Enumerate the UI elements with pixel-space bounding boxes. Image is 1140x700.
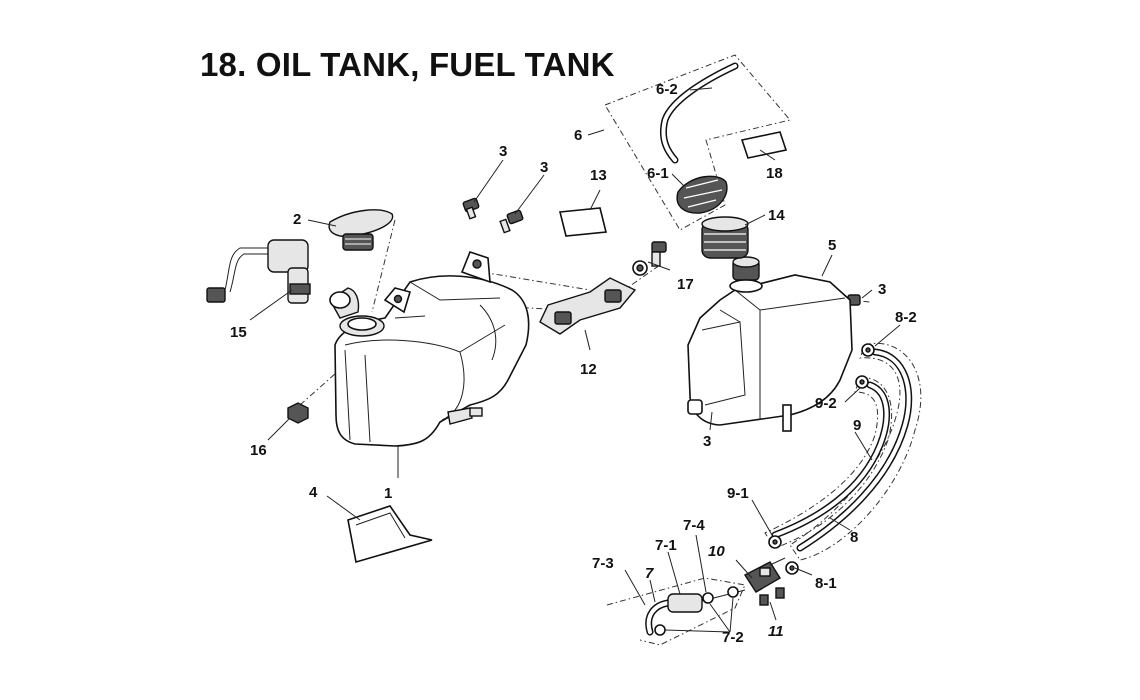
clamp-part-8-1 [785, 561, 799, 575]
callout-3c: 3 [878, 281, 886, 298]
clamp-part-9-1 [768, 535, 782, 549]
callout-12: 12 [580, 361, 597, 378]
group-9-outline [764, 377, 893, 549]
callout-8-1: 8-1 [815, 575, 837, 592]
bolt-part-b [499, 209, 524, 234]
callout-3d: 3 [703, 433, 711, 450]
callout-1: 1 [384, 485, 392, 502]
callout-4: 4 [309, 484, 318, 501]
callout-3b: 3 [540, 159, 548, 176]
callout-16: 16 [250, 442, 267, 459]
fuel-valve-part [743, 557, 786, 593]
bolt-part-a [462, 197, 480, 220]
fuel-cap-part [676, 175, 728, 214]
callout-7-2: 7-2 [722, 629, 744, 646]
leader-lines [249, 87, 901, 633]
callout-3a: 3 [499, 143, 507, 160]
callout-8: 8 [850, 529, 858, 546]
bolt-washer-part [632, 241, 667, 276]
callout-5: 5 [828, 237, 836, 254]
screw-part-a [759, 594, 769, 606]
align-line-2 [371, 219, 396, 313]
fuel-filter-part [645, 586, 746, 636]
callout-9-1: 9-1 [727, 485, 749, 502]
callout-6-1: 6-1 [647, 165, 669, 182]
fuel-tank-part [687, 256, 853, 432]
callout-18: 18 [766, 165, 783, 182]
group-7-outline [606, 577, 746, 646]
oil-tank-part [329, 251, 530, 447]
callout-8-2: 8-2 [895, 309, 917, 326]
callout-6-2: 6-2 [656, 81, 678, 98]
callout-7-4: 7-4 [683, 517, 705, 534]
pad-part [558, 207, 608, 237]
clamp-part-8-2 [861, 343, 875, 357]
breather-hose-part [659, 62, 739, 164]
group-6-outline [604, 54, 791, 231]
nut-part [287, 402, 309, 424]
callout-6: 6 [574, 127, 582, 144]
callout-7: 7 [645, 565, 654, 582]
callout-13: 13 [590, 167, 607, 184]
callout-9-2: 9-2 [815, 395, 837, 412]
fuel-hose-9-part [771, 381, 891, 539]
callout-2: 2 [293, 211, 301, 228]
bracket-part [539, 277, 637, 335]
callout-7-3: 7-3 [592, 555, 614, 572]
callout-10: 10 [708, 543, 725, 560]
callout-17: 17 [677, 276, 694, 293]
callout-15: 15 [230, 324, 247, 341]
level-sensor-part [206, 239, 311, 304]
oil-cap-part [328, 209, 394, 251]
rubber-neck-part [701, 216, 749, 259]
diagram-title: 18. OIL TANK, FUEL TANK [200, 46, 615, 83]
callout-9: 9 [853, 417, 861, 434]
callout-7-1: 7-1 [655, 537, 677, 554]
group-8-outline [789, 342, 922, 561]
callout-14: 14 [768, 207, 785, 224]
clamp-part-9-2 [855, 375, 869, 389]
callout-11: 11 [768, 623, 784, 640]
screw-part-b [775, 587, 785, 599]
hose-sleeve-part [740, 131, 788, 159]
heat-shield-part [347, 505, 433, 564]
